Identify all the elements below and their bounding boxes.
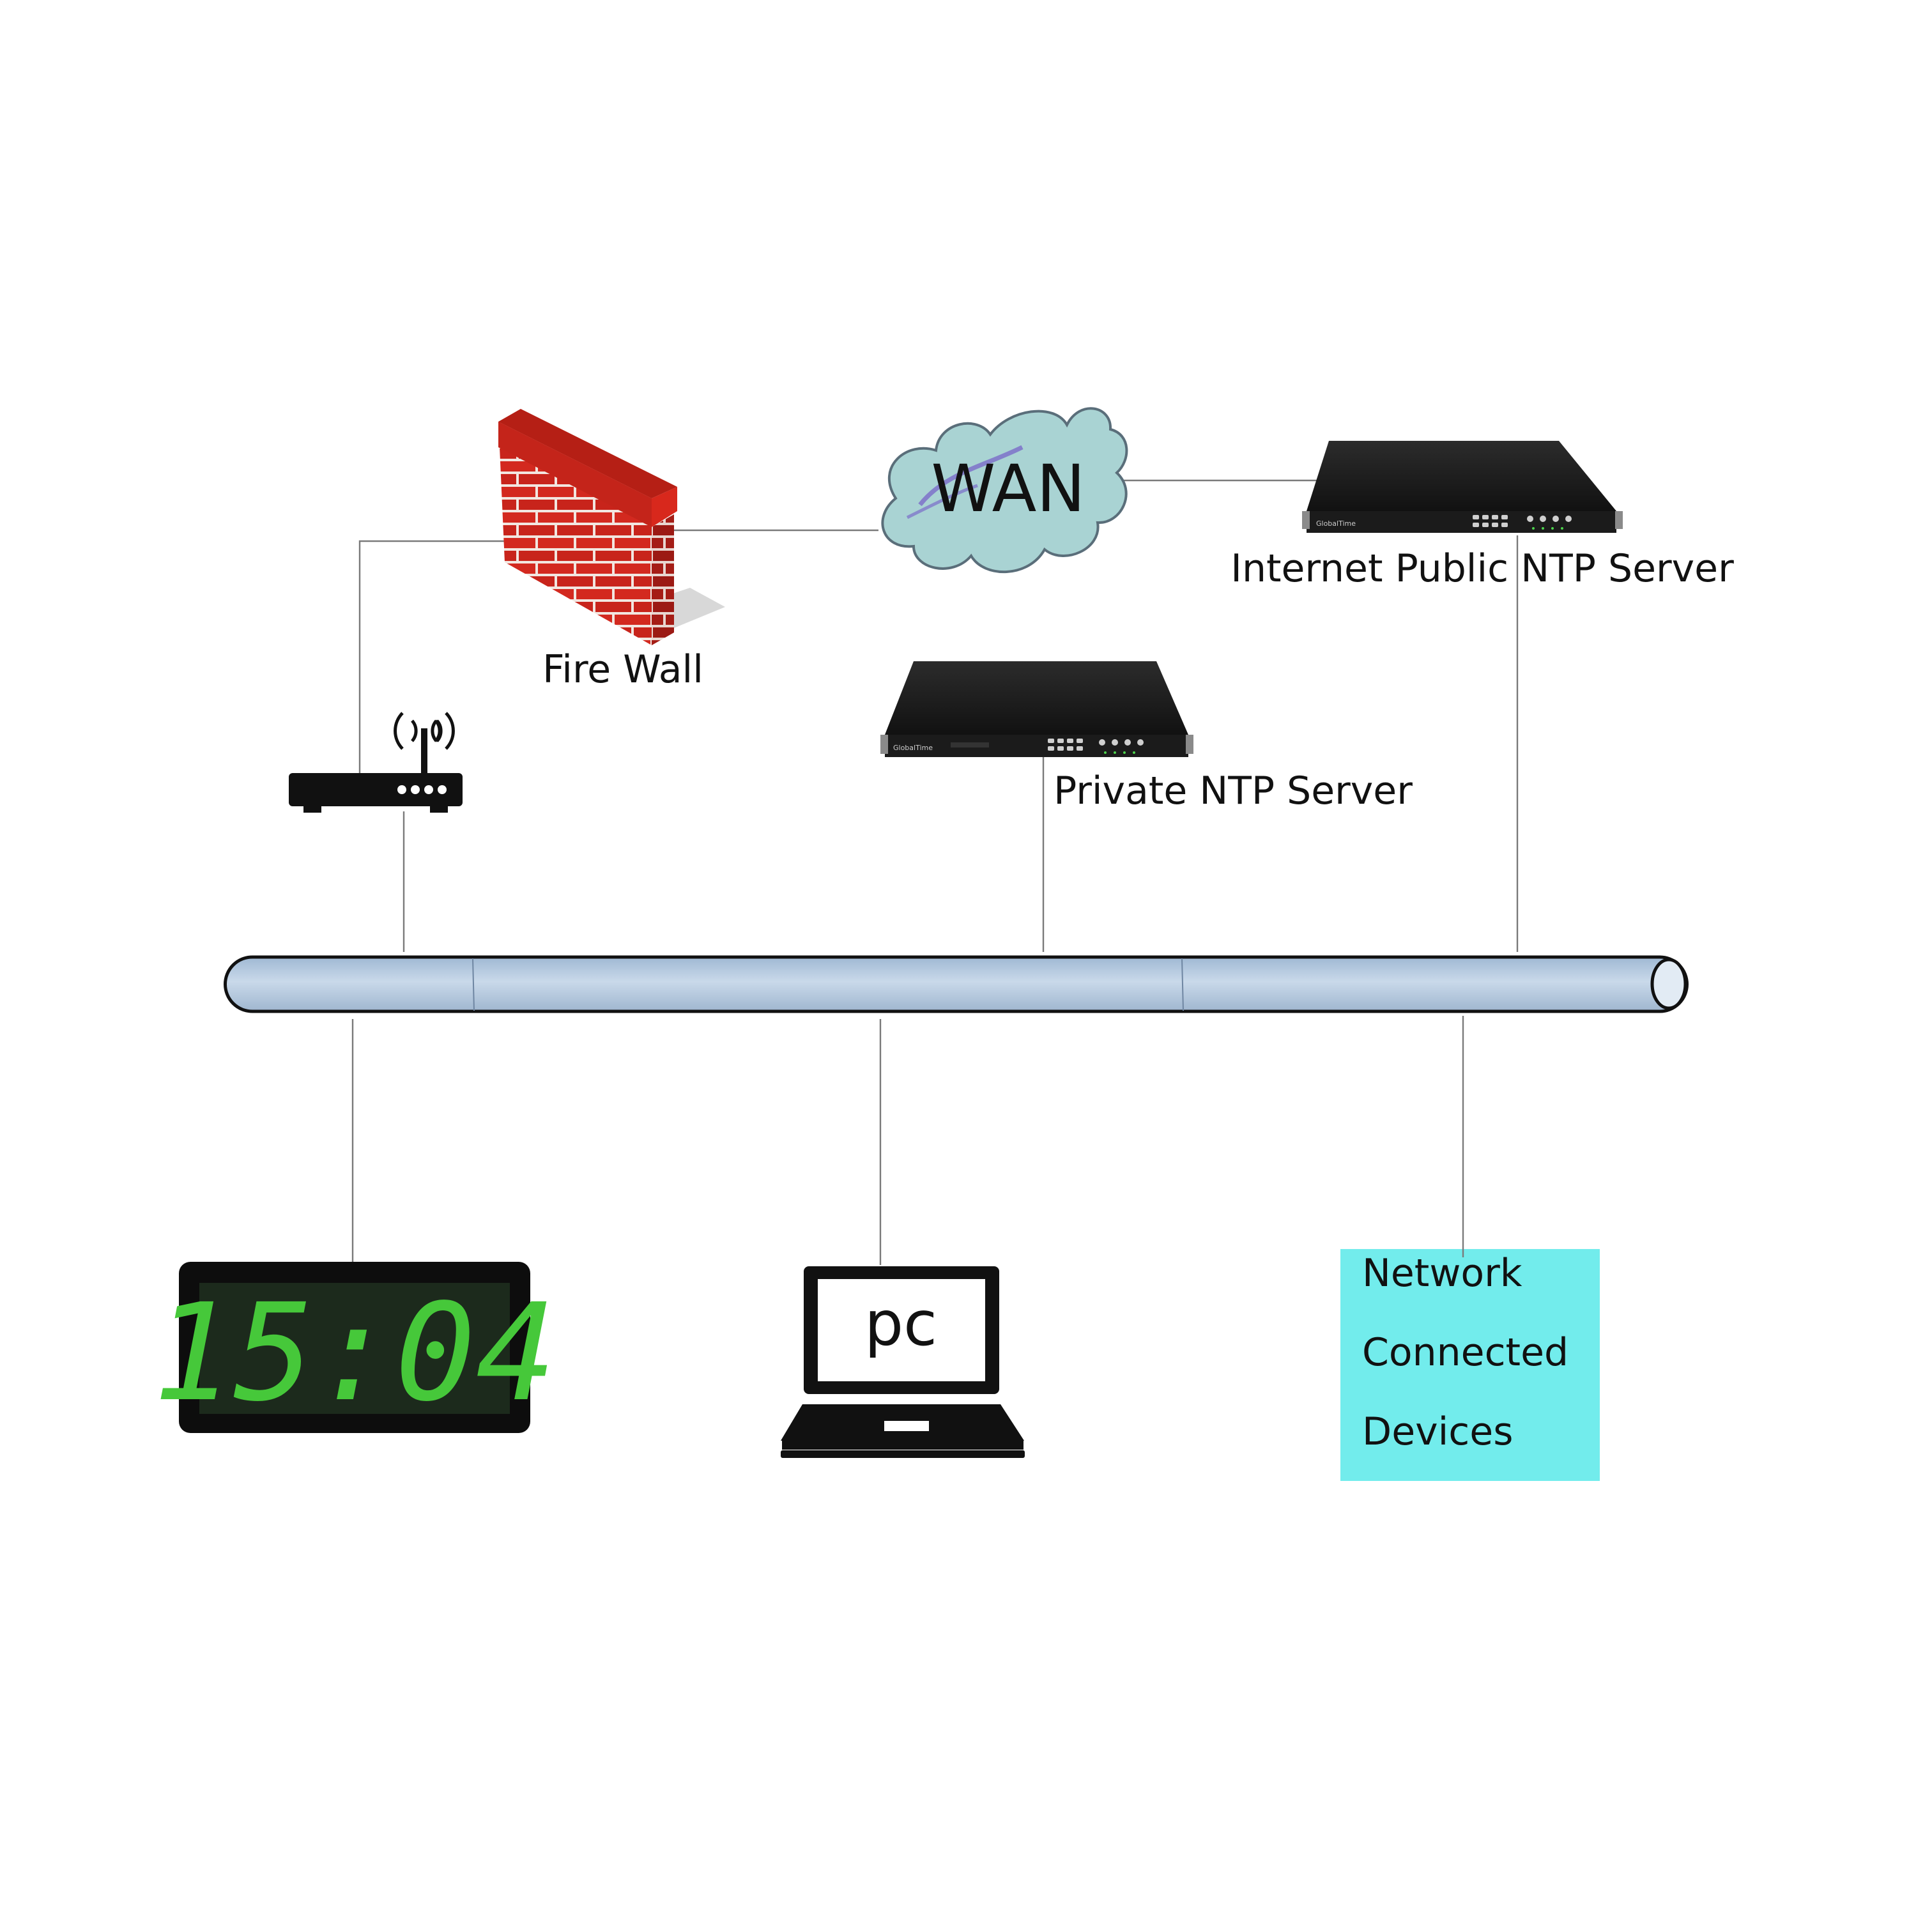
private-ntp-server-label: Private NTP Server [1054, 769, 1413, 813]
digital-clock: 15:04 [153, 1262, 556, 1433]
laptop-icon [781, 1266, 1025, 1458]
public-ntp-server: GlobalTime Internet Public NTP Server [1230, 441, 1734, 591]
wan-label: WAN [931, 451, 1085, 527]
server-brand: GlobalTime [1316, 519, 1356, 528]
clock-display: 15:04 [153, 1275, 556, 1431]
laptop-label: pc [864, 1288, 937, 1360]
public-ntp-server-label: Internet Public NTP Server [1230, 546, 1734, 591]
link-router-firewall [358, 540, 505, 776]
firewall-icon [498, 409, 725, 645]
network-bus [224, 955, 1689, 1013]
ntp-server-icon: GlobalTime [880, 661, 1193, 757]
connection-lines [351, 479, 1519, 1265]
network-devices-box: Network Connected Devices [1340, 1249, 1600, 1481]
cloud-icon [881, 407, 1128, 574]
laptop: pc [781, 1266, 1025, 1458]
devices-line-3: Devices [1362, 1409, 1513, 1454]
firewall: Fire Wall [498, 409, 725, 692]
ntp-server-icon: GlobalTime [1302, 441, 1623, 533]
router [289, 712, 463, 813]
devices-line-2: Connected [1362, 1330, 1568, 1375]
router-icon [289, 712, 463, 813]
private-ntp-server: GlobalTime Private NTP Server [880, 661, 1413, 813]
devices-line-1: Network [1362, 1251, 1522, 1296]
wan-cloud: WAN [881, 407, 1128, 574]
firewall-label: Fire Wall [542, 647, 703, 692]
server-brand: GlobalTime [893, 744, 933, 752]
digital-clock-icon: 15:04 [153, 1262, 556, 1433]
